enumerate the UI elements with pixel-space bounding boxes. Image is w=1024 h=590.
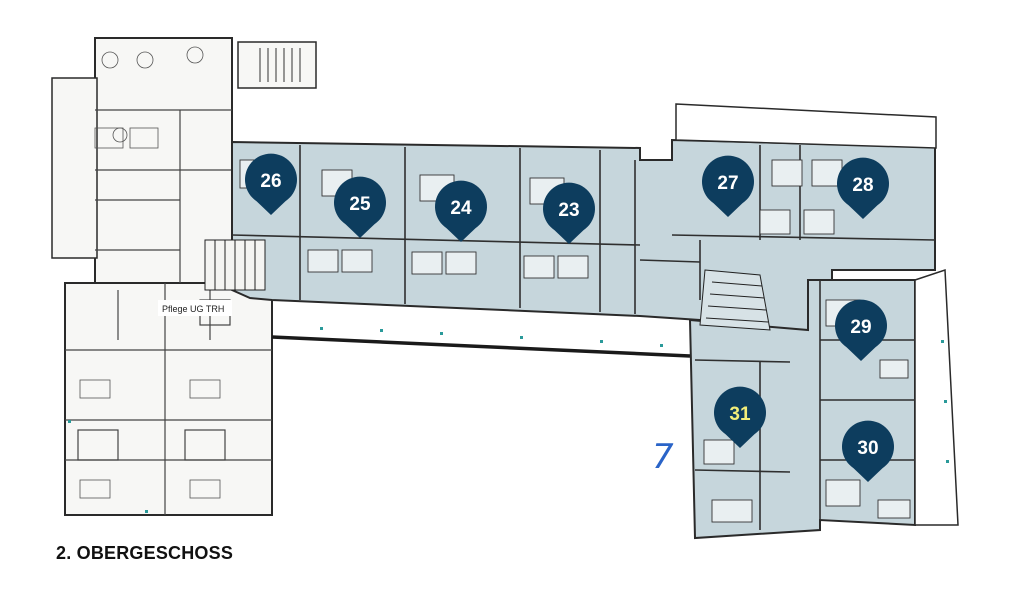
pin-marker [245, 153, 297, 215]
pin-marker [435, 180, 488, 242]
apartment-pin-30[interactable]: 30 [842, 420, 895, 482]
balcony-top-right [675, 103, 937, 149]
pin-marker [837, 157, 889, 219]
stair-left [204, 239, 266, 291]
apartment-pin-25[interactable]: 25 [334, 176, 387, 238]
pin-label: 25 [349, 194, 371, 215]
room-tag-group: Pflege UG TRH [158, 300, 232, 316]
balcony-right [914, 268, 959, 526]
apartment-pin-31[interactable]: 31 [714, 386, 766, 448]
stair-core [699, 269, 771, 331]
left-common-area [51, 37, 317, 516]
pin-label: 28 [852, 175, 873, 196]
stair-top [259, 48, 301, 82]
apartment-pin-27[interactable]: 27 [702, 155, 754, 217]
pin-label: 27 [717, 173, 738, 194]
room-tag: Pflege UG TRH [162, 304, 224, 314]
apartment-pin-28[interactable]: 28 [837, 157, 889, 219]
left-wing-furniture [79, 46, 221, 499]
pin-marker [543, 182, 596, 244]
apartment-pin-29[interactable]: 29 [835, 299, 888, 361]
pin-marker [702, 155, 754, 217]
apartment-pins: 26 25 24 23 27 28 29 31 30 [245, 153, 895, 482]
corridor-markers [68, 327, 949, 513]
pin-label: 23 [558, 200, 579, 221]
apartment-pin-24[interactable]: 24 [435, 180, 488, 242]
pin-marker [334, 176, 387, 238]
page-title: 2. OBERGESCHOSS [56, 543, 234, 563]
pin-label: 30 [857, 438, 878, 459]
pin-marker [835, 299, 888, 361]
pin-marker [714, 386, 766, 448]
wing-top-partitions [231, 145, 936, 530]
pin-marker [842, 420, 895, 482]
handwritten-mark: 7 [652, 437, 674, 477]
pin-label: 24 [450, 198, 472, 219]
pin-label: 29 [850, 317, 871, 338]
apartment-pin-23[interactable]: 23 [543, 182, 596, 244]
pin-label: 31 [729, 404, 751, 425]
apartment-pin-26[interactable]: 26 [245, 153, 297, 215]
pin-label: 26 [260, 171, 281, 192]
